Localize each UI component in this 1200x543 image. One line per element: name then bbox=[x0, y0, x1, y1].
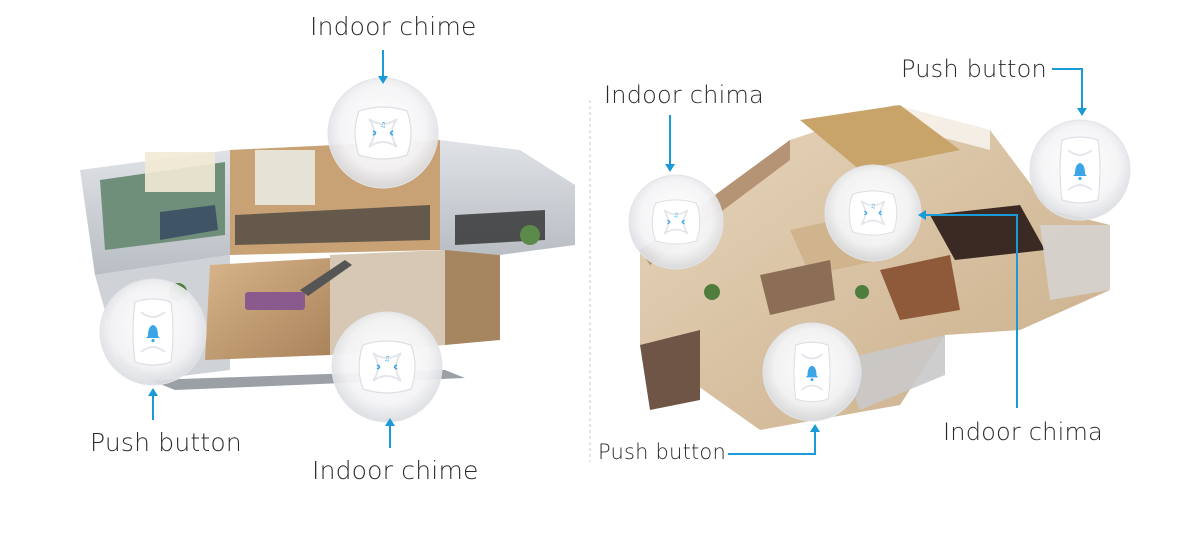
left-house-lower-right bbox=[445, 250, 500, 345]
arrowhead-right-bottom-push-button bbox=[810, 424, 820, 432]
left-bottom-chime-bubble bbox=[331, 311, 443, 423]
push-button-icon bbox=[793, 341, 831, 403]
chime-icon bbox=[358, 340, 416, 394]
label-right-push-button-bottom: Push button bbox=[598, 440, 726, 464]
right-left-chime-bubble bbox=[628, 174, 724, 270]
right-bottom-push-button-bubble bbox=[762, 322, 862, 422]
left-house-sofa bbox=[245, 292, 305, 310]
arrowhead-right-bottom-chime bbox=[918, 210, 926, 220]
right-apartment-plant-two bbox=[855, 285, 869, 299]
push-button-icon bbox=[1059, 136, 1101, 204]
left-house-bed bbox=[160, 205, 218, 240]
arrowhead-left-bottom-chime bbox=[385, 418, 395, 426]
right-center-chime-bubble bbox=[824, 164, 922, 262]
arrowhead-right-left-chime bbox=[665, 164, 675, 172]
right-apartment-balcony-left bbox=[640, 330, 700, 410]
right-apartment-plant bbox=[704, 284, 720, 300]
right-apartment-wall-top bbox=[895, 105, 990, 150]
right-apartment-balcony-bottom bbox=[840, 335, 945, 410]
chime-icon bbox=[651, 199, 701, 245]
chime-icon bbox=[848, 190, 898, 236]
arrowhead-left-push-button bbox=[148, 388, 158, 396]
right-apartment-kitchen bbox=[800, 105, 960, 170]
right-apartment-balcony-right bbox=[1040, 225, 1110, 300]
arrow-right-bottom-chime bbox=[922, 214, 1018, 408]
left-house-plant bbox=[520, 225, 540, 245]
label-right-indoor-chima-bottom: Indoor chima bbox=[943, 418, 1103, 446]
label-left-top-indoor-chime: Indoor chime bbox=[310, 12, 477, 41]
chime-icon bbox=[354, 106, 412, 160]
arrow-right-top-push-button bbox=[1052, 68, 1083, 112]
label-left-push-button: Push button bbox=[90, 428, 242, 457]
left-house-lamps bbox=[145, 152, 215, 192]
arrowhead-right-top-push-button bbox=[1077, 108, 1087, 116]
left-house-upper-floor-strip bbox=[235, 205, 430, 245]
right-apartment-bedroom-two bbox=[880, 255, 960, 320]
label-right-push-button-top: Push button bbox=[901, 55, 1047, 83]
right-apartment-dining bbox=[760, 260, 835, 315]
left-top-chime-bubble bbox=[327, 77, 439, 189]
arrowhead-left-top-chime bbox=[378, 76, 388, 84]
connector-lines bbox=[148, 50, 1087, 455]
left-house-window-curtains bbox=[255, 150, 315, 205]
left-house-staircase bbox=[300, 260, 352, 296]
label-left-bottom-indoor-chime: Indoor chime bbox=[312, 456, 479, 485]
right-apartment-floor bbox=[640, 105, 1110, 430]
push-button-icon bbox=[132, 298, 174, 366]
label-right-indoor-chima-top: Indoor chima bbox=[604, 81, 764, 109]
arrow-right-bottom-push-button bbox=[728, 428, 816, 455]
right-top-push-button-bubble bbox=[1029, 119, 1131, 221]
left-push-button-bubble bbox=[99, 278, 207, 386]
